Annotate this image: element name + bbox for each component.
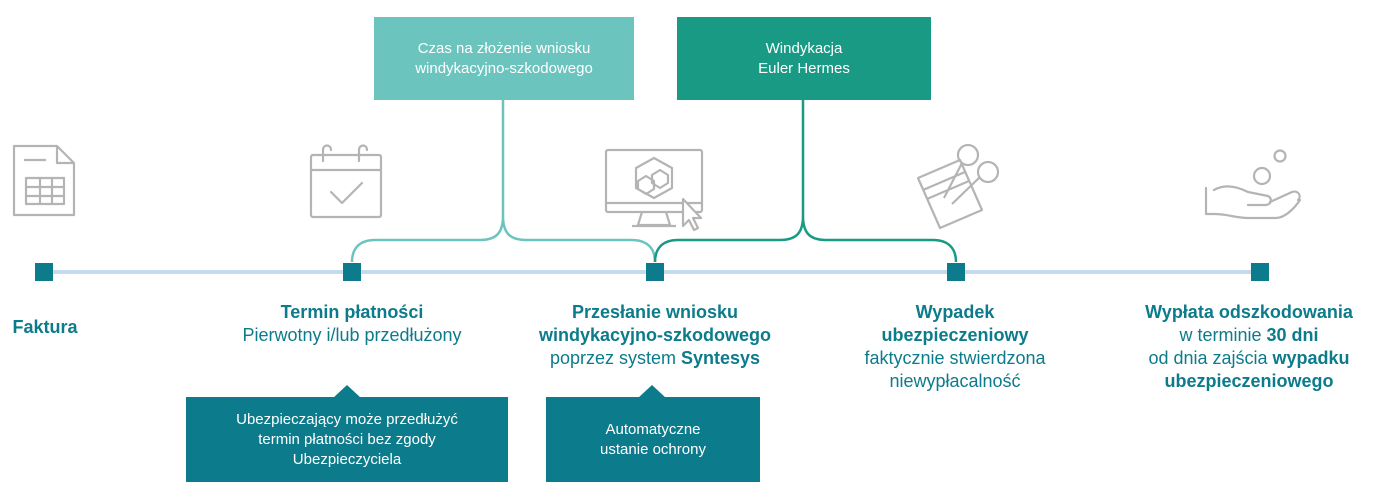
step-claim-title-line1: Przesłanie wniosku [571, 302, 739, 322]
step-payout-line2: w terminie 30 dni [1125, 324, 1373, 347]
step-payment-term-title: Termin płatności [280, 302, 424, 322]
step-insured-event-desc-line1: faktycznie stwierdzona [864, 348, 1046, 368]
box-collection-line2: Euler Hermes [758, 59, 850, 77]
box-auto-line2: ustanie ochrony [600, 440, 706, 458]
step-insured-event-title-line1: Wypadek [915, 302, 995, 322]
step-insured-event-desc-line2: niewypłacalność [889, 371, 1021, 391]
step-payout-line2-prefix: w terminie [1179, 325, 1262, 345]
box-extension-bg [186, 397, 508, 482]
step-claim-desc: poprzez system Syntesys [500, 347, 810, 370]
step-claim-title-line2: windykacyjno-szkodowego [538, 325, 772, 345]
box-auto-pointer [638, 385, 666, 398]
credit-card-scissors-icon [916, 143, 1000, 230]
computer-screen-cursor-icon [604, 148, 704, 232]
step-payment-term: Termin płatności Pierwotny i/lub przedłu… [197, 301, 507, 347]
box-extension-line2: termin płatności bez zgody [258, 430, 436, 448]
box-deadline: Czas na złożenie wniosku windykacyjno-sz… [374, 17, 634, 100]
step-payout-line4: ubezpieczeniowego [1164, 371, 1334, 391]
step-insured-event-title-line2: ubezpieczeniowy [881, 325, 1029, 345]
step-invoice-title: Faktura [12, 317, 78, 337]
step-payout-line3-prefix: od dnia zajścia [1148, 348, 1268, 368]
step-insured-event: Wypadek ubezpieczeniowy faktycznie stwie… [810, 301, 1100, 393]
box-extension-pointer [333, 385, 361, 398]
step-payout-title: Wypłata odszkodowania [1145, 302, 1353, 322]
brace-collection [653, 100, 958, 263]
step-payout-line3: od dnia zajścia wypadku [1125, 347, 1373, 370]
step-payout-line3-highlight: wypadku [1272, 348, 1350, 368]
box-auto-bg [546, 397, 760, 482]
box-deadline-text: Czas na złożenie wniosku windykacyjno-sz… [415, 39, 593, 77]
box-extension: Ubezpieczający może przedłużyć termin pł… [186, 397, 508, 482]
step-payment-term-subtitle: Pierwotny i/lub przedłużony [242, 325, 462, 345]
marker-payment-term [343, 263, 361, 281]
marker-payout [1251, 263, 1269, 281]
box-collection: Windykacja Euler Hermes [677, 17, 931, 100]
marker-insured-event [947, 263, 965, 281]
box-deadline-bg [374, 17, 634, 100]
step-claim-desc-highlight: Syntesys [681, 348, 761, 368]
box-auto-line1: Automatyczne [605, 420, 701, 438]
box-collection-line1: Windykacja [765, 39, 843, 57]
brace-deadline [350, 100, 657, 263]
marker-claim [646, 263, 664, 281]
box-auto: Automatyczne ustanie ochrony [546, 397, 760, 482]
step-payout-line2-highlight: 30 dni [1266, 325, 1319, 345]
step-claim-desc-prefix: poprzez system [549, 348, 676, 368]
box-collection-bg [677, 17, 931, 100]
step-claim: Przesłanie wniosku windykacyjno-szkodowe… [500, 301, 810, 370]
hand-coins-icon [1204, 149, 1302, 220]
box-extension-line3: Ubezpieczyciela [292, 450, 402, 468]
invoice-document-icon [12, 144, 76, 217]
step-payout: Wypłata odszkodowania w terminie 30 dni … [1125, 301, 1373, 393]
calendar-check-icon [309, 144, 383, 219]
box-extension-line1: Ubezpieczający może przedłużyć [236, 410, 458, 428]
marker-invoice [35, 263, 53, 281]
